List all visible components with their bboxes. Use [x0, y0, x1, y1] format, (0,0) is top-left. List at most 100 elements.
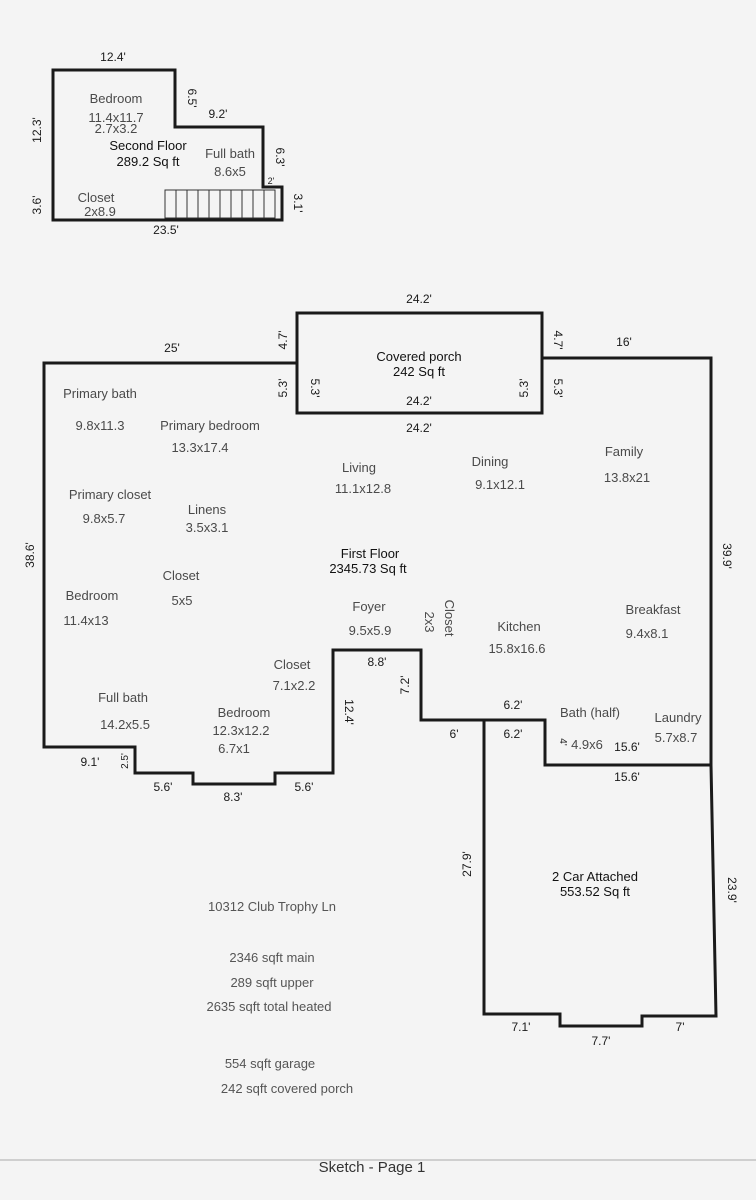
- dimension-label: 6.3': [273, 148, 287, 167]
- dimension-label: 23.5': [153, 223, 179, 237]
- room-name: Linens: [188, 502, 227, 517]
- room-size: 15.8x16.6: [488, 641, 545, 656]
- room-name: Full bath: [205, 146, 255, 161]
- room-size: 2.7x3.2: [95, 121, 138, 136]
- second-floor-plan: Bedroom 11.4x11.7 2.7x3.2 Second Floor 2…: [30, 50, 305, 237]
- first-floor-plan: Primary bath 9.8x11.3 Primary bedroom 13…: [23, 335, 734, 804]
- room-size: 12.3x12.2: [212, 723, 269, 738]
- summary-line: 242 sqft covered porch: [221, 1081, 353, 1096]
- dimension-label: 7': [676, 1020, 685, 1034]
- dimension-label: 5.6': [295, 780, 314, 794]
- room-size: 11.4x13: [63, 613, 108, 628]
- room-size: 11.1x12.8: [335, 481, 391, 496]
- dimension-label: 23.9': [725, 877, 739, 903]
- dimension-label: 24.2': [406, 394, 432, 408]
- dimension-label: 2': [268, 176, 275, 186]
- room-size: 9.5x5.9: [349, 623, 392, 638]
- covered-porch-plan: Covered porch 242 Sq ft 24.2' 4.7' 4.7' …: [276, 292, 565, 435]
- dimension-label: 12.4': [342, 699, 356, 725]
- first-floor-outline: [42, 356, 713, 786]
- dimension-label: 4.7': [551, 331, 565, 350]
- floor-area: 289.2 Sq ft: [117, 154, 180, 169]
- room-name: Closet: [163, 568, 200, 583]
- room-name: Bath (half): [560, 705, 620, 720]
- garage-plan: 2 Car Attached 553.52 Sq ft 27.9' 23.9' …: [460, 720, 739, 1048]
- room-size: 6.7x1: [218, 741, 250, 756]
- room-size: 4.9x6: [571, 737, 603, 752]
- property-address: 10312 Club Trophy Ln: [208, 899, 336, 914]
- dimension-label: 16': [616, 335, 632, 349]
- room-name: Laundry: [655, 710, 702, 725]
- dimension-label: 5.3': [517, 379, 531, 398]
- room-size: 9.8x5.7: [83, 511, 126, 526]
- room-size: 3.5x3.1: [186, 520, 229, 535]
- dimension-label: 3.6': [30, 196, 44, 215]
- room-size: 5x5: [172, 593, 193, 608]
- page-footer: Sketch - Page 1: [319, 1159, 426, 1176]
- dimension-label: 5.6': [154, 780, 173, 794]
- dimension-label: 5.3': [276, 379, 290, 398]
- room-name: Living: [342, 460, 376, 475]
- summary-line: 289 sqft upper: [230, 975, 314, 990]
- dimension-label: 25': [164, 341, 180, 355]
- room-name: Foyer: [352, 599, 386, 614]
- dimension-label: 38.6': [23, 542, 37, 568]
- stairs: [164, 189, 276, 219]
- garage-outline: [482, 720, 718, 1028]
- room-name: Closet: [442, 600, 457, 637]
- room-size: 5.7x8.7: [655, 730, 698, 745]
- dimension-label: 3.1': [291, 194, 305, 213]
- room-name: Dining: [472, 454, 509, 469]
- room-name: Primary bedroom: [160, 418, 260, 433]
- floor-title: Second Floor: [109, 138, 187, 153]
- dimension-label: 24.2': [406, 292, 432, 306]
- dimension-label: 6.2': [504, 727, 523, 741]
- summary-block: 10312 Club Trophy Ln 2346 sqft main 289 …: [206, 899, 353, 1096]
- floor-title: First Floor: [341, 546, 400, 561]
- dimension-label: 6': [450, 727, 459, 741]
- room-name: Family: [605, 444, 644, 459]
- room-name: Bedroom: [66, 588, 119, 603]
- room-size: 8.6x5: [214, 164, 246, 179]
- room-size: 2x3: [422, 612, 437, 633]
- room-size: 9.8x11.3: [76, 418, 125, 433]
- dimension-label: 39.9': [720, 543, 734, 569]
- room-name: Breakfast: [626, 602, 681, 617]
- dimension-label: 12.4': [100, 50, 126, 64]
- room-size: 13.8x21: [604, 470, 650, 485]
- porch-title: Covered porch: [376, 349, 461, 364]
- room-name: Primary bath: [63, 386, 137, 401]
- room-name: Bedroom: [90, 91, 143, 106]
- second-floor-outline: [51, 68, 284, 222]
- room-name: Bedroom: [218, 705, 271, 720]
- room-name: Full bath: [98, 690, 148, 705]
- dimension-label: 4': [557, 738, 568, 746]
- dimension-label: 24.2': [406, 421, 432, 435]
- dimension-label: 7.2': [398, 676, 412, 695]
- dimension-label: 9.2': [209, 107, 228, 121]
- room-name: Primary closet: [69, 487, 152, 502]
- room-name: Closet: [78, 190, 115, 205]
- garage-area: 553.52 Sq ft: [560, 884, 630, 899]
- room-name: Closet: [274, 657, 311, 672]
- dimension-label: 8.3': [224, 790, 243, 804]
- room-size: 11.4x11.7: [88, 110, 143, 125]
- summary-line: 554 sqft garage: [225, 1056, 315, 1071]
- dimension-label: 5.3': [551, 379, 565, 398]
- dimension-label: 8.8': [368, 655, 387, 669]
- dimension-label: 7.7': [592, 1034, 611, 1048]
- dimension-label: 6.2': [504, 698, 523, 712]
- summary-line: 2635 sqft total heated: [206, 999, 331, 1014]
- dimension-label: 2.5': [120, 753, 131, 769]
- dimension-label: 27.9': [460, 851, 474, 877]
- room-size: 9.4x8.1: [626, 626, 669, 641]
- room-name: Kitchen: [497, 619, 540, 634]
- dimension-label: 4.7': [276, 331, 290, 350]
- summary-line: 2346 sqft main: [229, 950, 314, 965]
- dimension-label: 15.6': [614, 740, 640, 754]
- dimension-label: 12.3': [30, 117, 44, 143]
- dimension-label: 15.6': [614, 770, 640, 784]
- garage-title: 2 Car Attached: [552, 869, 638, 884]
- dimension-label: 6.5': [185, 89, 199, 108]
